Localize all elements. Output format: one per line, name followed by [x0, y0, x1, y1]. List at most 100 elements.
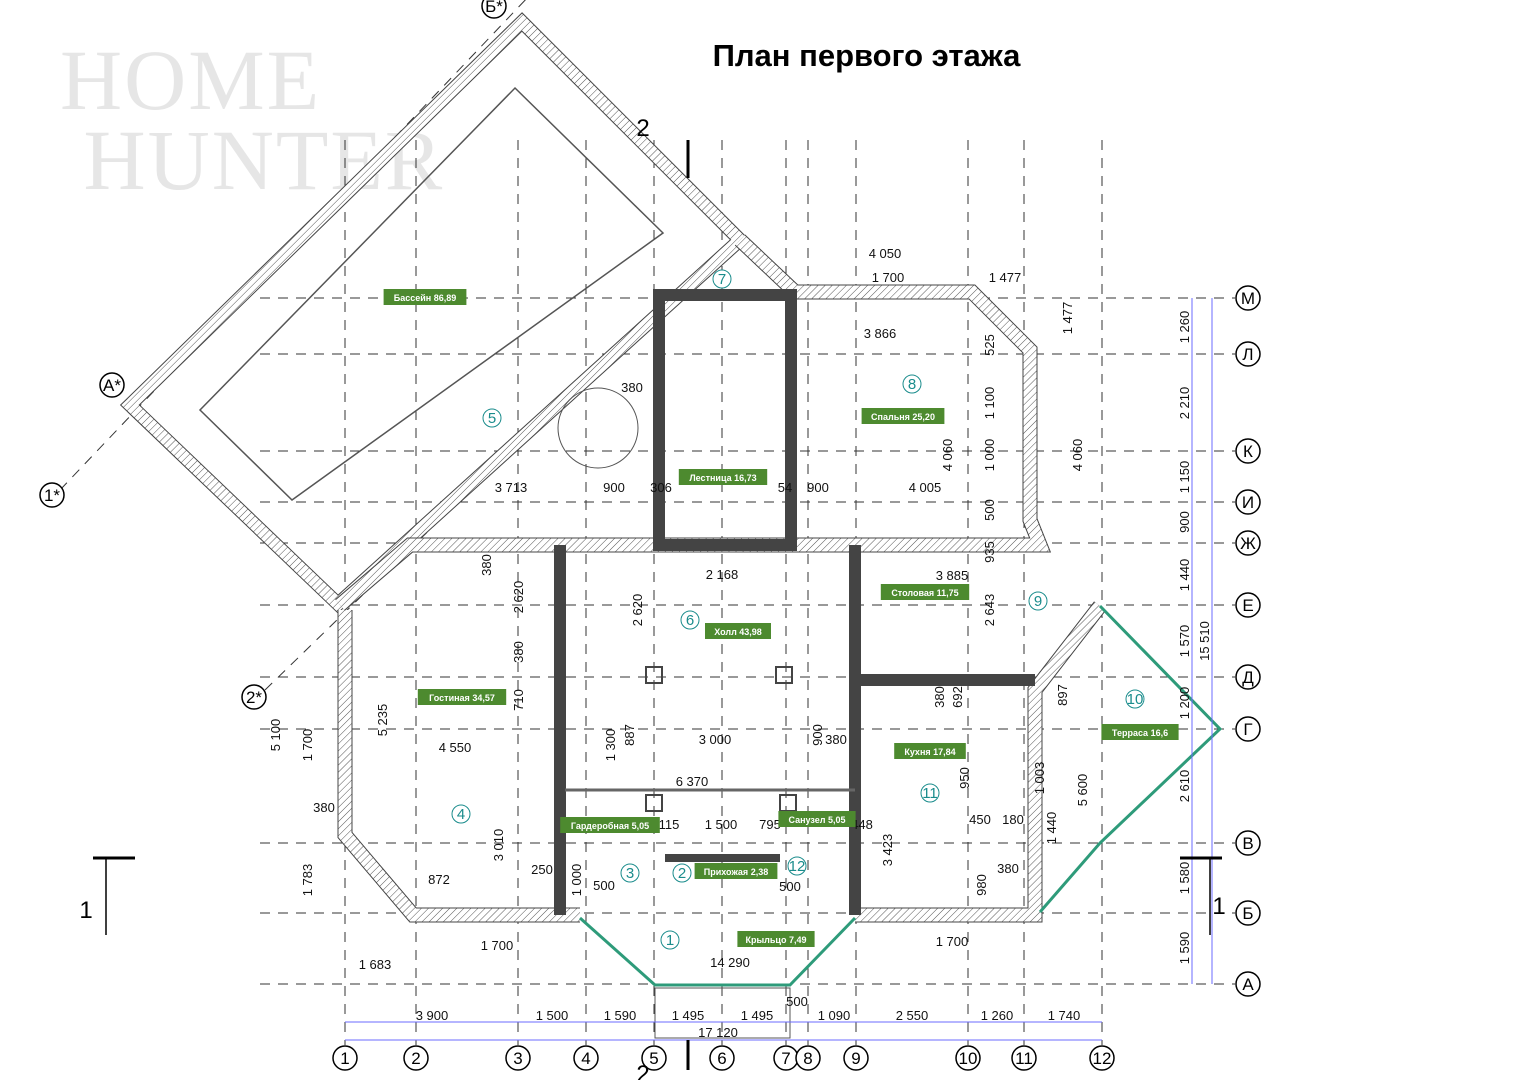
room-number-bubble [902, 374, 922, 394]
dimension-label: 1 500 [705, 817, 738, 832]
dimension-label: 448 [851, 817, 873, 832]
axis-bubble [1235, 285, 1261, 311]
axis-bubble [843, 1045, 869, 1071]
dimension-label: 180 [1002, 812, 1024, 827]
dimension-label: 1 495 [741, 1008, 774, 1023]
axis-bubble [641, 1045, 667, 1071]
dimension-label: 1 683 [359, 957, 392, 972]
dimension-label: 525 [982, 334, 997, 356]
axis-label: 12 [1093, 1049, 1112, 1068]
dimension-label: 1 440 [1044, 812, 1059, 845]
room-label-box [560, 817, 660, 833]
room-label-box [705, 623, 771, 639]
dimension-label: 1 700 [300, 729, 315, 762]
dimension-label: 1 003 [1032, 762, 1047, 795]
dimension-label: 380 [932, 686, 947, 708]
axis-label: А [1242, 975, 1254, 994]
axis-label: 3 [513, 1049, 522, 1068]
axis-label: Е [1242, 596, 1253, 615]
dimension-label: 2 643 [982, 594, 997, 627]
dimension-label: 1 700 [936, 934, 969, 949]
axis-bubble [795, 1045, 821, 1071]
axis-label: Б* [485, 0, 503, 16]
axis-bubble [1235, 341, 1261, 367]
dimension-label: 692 [950, 686, 965, 708]
stair-walls [653, 289, 797, 551]
dimension-label: 2 620 [630, 594, 645, 627]
room-label: Бассейн 86,89 [394, 293, 456, 303]
dimension-label: 380 [997, 861, 1019, 876]
dimension-label: 900 [1177, 511, 1192, 533]
dimension-label: 500 [786, 994, 808, 1009]
dimension-label: 17 120 [698, 1025, 738, 1040]
axis-bubble [1235, 438, 1261, 464]
axis-label: М [1241, 289, 1255, 308]
axis-label: В [1242, 834, 1253, 853]
room-number-bubble [672, 863, 692, 883]
column [775, 666, 793, 684]
dimension-label: 900 [603, 480, 625, 495]
axis-bubble [505, 1045, 531, 1071]
room-number-bubble [660, 930, 680, 950]
section-mark: 1 [1212, 893, 1225, 920]
axis-bubble [1235, 971, 1261, 997]
dimension-label: 1 477 [1060, 302, 1075, 335]
dimension-label: 4 060 [940, 439, 955, 472]
room-label-box [417, 689, 507, 705]
dimension-label: 3 010 [491, 829, 506, 862]
dimension-label: 935 [982, 541, 997, 563]
axis-bubble [1235, 716, 1261, 742]
room-label: Гардеробная 5,05 [571, 821, 649, 831]
dimension-label: 1 580 [1177, 862, 1192, 895]
axis-bubble [1235, 830, 1261, 856]
dimension-label: 500 [982, 499, 997, 521]
dimension-label: 1 000 [569, 864, 584, 897]
dimension-label: 380 [479, 554, 494, 576]
section-mark: 1 [79, 897, 92, 924]
room-number: 7 [718, 271, 726, 288]
dimension-label: 450 [969, 812, 991, 827]
dimension-label: 4 050 [869, 246, 902, 261]
dimension-label: 3 713 [495, 480, 528, 495]
dimension-label: 380 [825, 732, 847, 747]
dimension-label: 115 [659, 817, 680, 832]
room-number: 5 [488, 410, 496, 427]
dimension-label: 1 260 [1177, 311, 1192, 344]
dimension-label: 5 600 [1075, 774, 1090, 807]
axis-bubble [1235, 592, 1261, 618]
dimension-label: 872 [428, 872, 450, 887]
axis-bubble [955, 1045, 981, 1071]
room-number: 6 [686, 612, 694, 629]
axis-label: Д [1242, 668, 1254, 687]
dimension-label: 3 866 [864, 326, 897, 341]
room-number: 11 [922, 785, 938, 802]
axis-label: 4 [581, 1049, 590, 1068]
axis-bubble [481, 0, 507, 19]
axis-label: 6 [717, 1049, 726, 1068]
room-label-box [737, 931, 815, 947]
dimension-label: 1 740 [1048, 1008, 1081, 1023]
room-number-bubble [482, 408, 502, 428]
axis-label: И [1242, 493, 1254, 512]
dimension-label: 4 005 [909, 480, 942, 495]
dimension-label: 1 440 [1177, 559, 1192, 592]
page-title: План первого этажа [712, 38, 1021, 73]
dimension-label: 380 [313, 800, 335, 815]
porch-glazing [579, 916, 857, 987]
dimension-label: 3 900 [416, 1008, 449, 1023]
dimension-label: 1 000 [982, 439, 997, 472]
room-label-box [861, 408, 945, 424]
pool-water [198, 86, 665, 501]
dimension-label: 1 200 [1177, 687, 1192, 720]
dimension-label: 795 [759, 817, 781, 832]
dimension-label: 1 090 [818, 1008, 851, 1023]
room-label-box [778, 811, 856, 827]
column [779, 794, 797, 812]
room-label: Спальня 25,20 [871, 412, 935, 422]
axis-label: А* [103, 376, 121, 395]
room-number-bubble [680, 610, 700, 630]
dimension-label: 380 [621, 380, 643, 395]
axis-label: 9 [851, 1049, 860, 1068]
dimension-label: 1 590 [1177, 932, 1192, 965]
